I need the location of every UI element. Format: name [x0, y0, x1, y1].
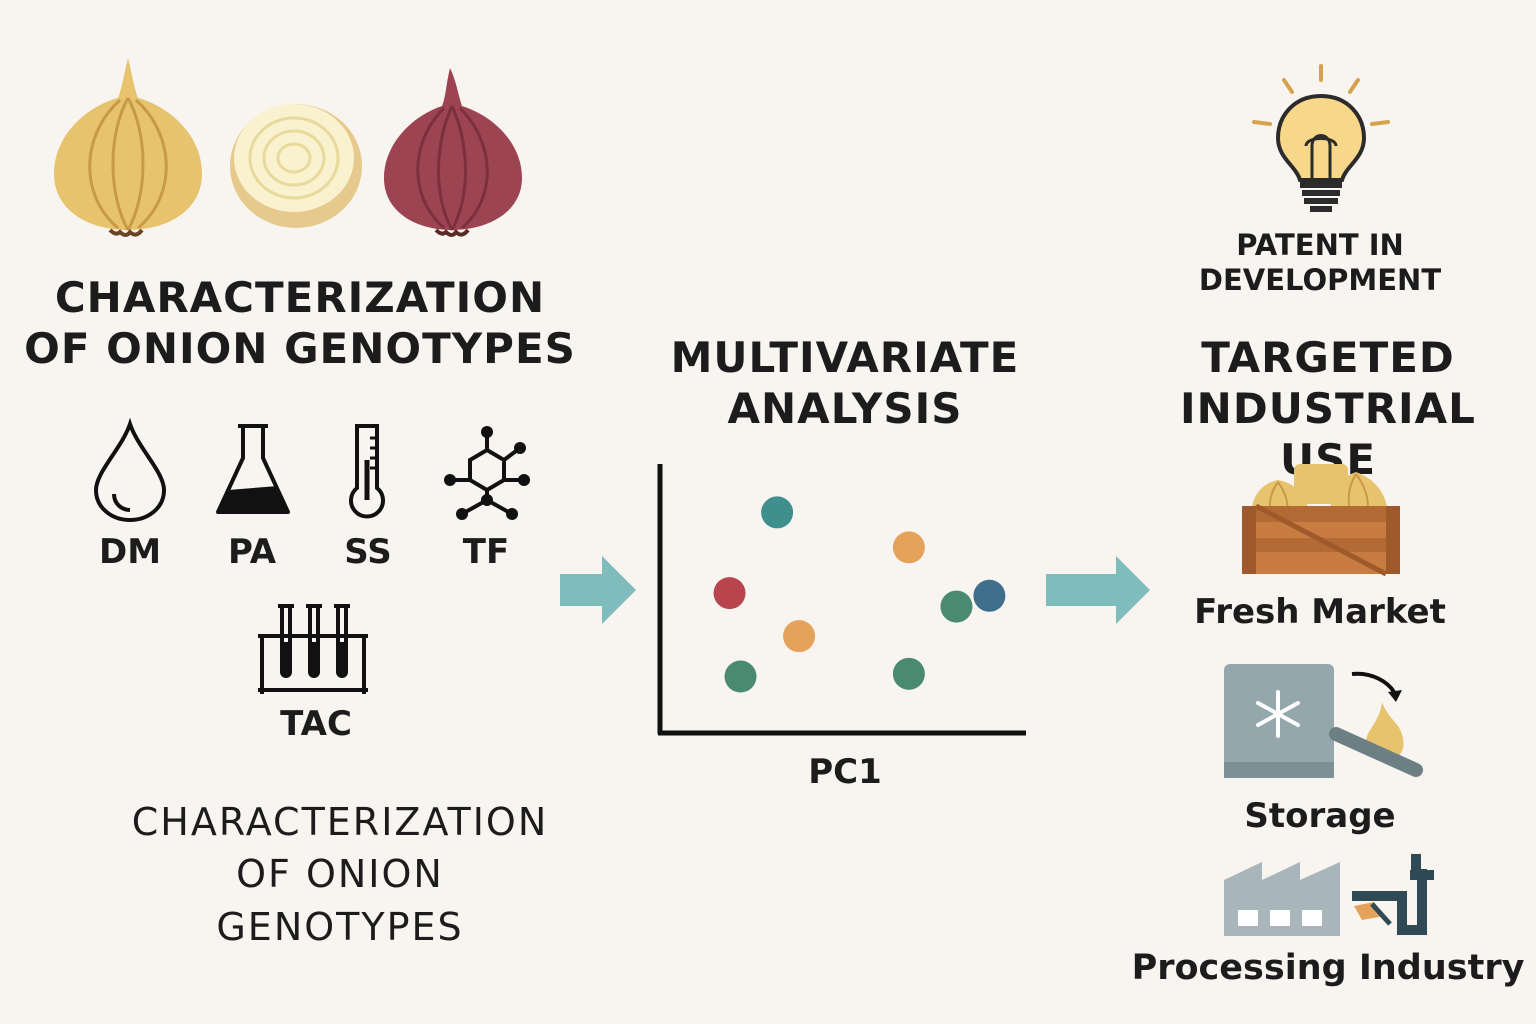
duplicate-title-line: OF ONION: [236, 852, 444, 897]
param-label-dm: DM: [98, 532, 162, 572]
thermometer-icon: [349, 424, 385, 519]
yellow-onion-icon: [54, 58, 202, 237]
duplicate-title-line: GENOTYPES: [216, 904, 464, 949]
flask-icon: [216, 424, 290, 514]
scatter-point-4: [940, 590, 973, 623]
title-line: ANALYSIS: [727, 384, 963, 434]
patent-line: DEVELOPMENT: [1198, 262, 1442, 297]
test-tubes-icon: [258, 604, 368, 694]
lightbulb-icon: [1252, 64, 1390, 212]
title-line: TARGETED: [1201, 333, 1455, 382]
pca-scatter-plot: [657, 464, 1026, 736]
param-label-tac: TAC: [280, 704, 352, 744]
onion-crate-icon: [1242, 464, 1400, 577]
water-drop-icon: [93, 417, 167, 523]
param-label-ss: SS: [344, 532, 392, 572]
scatter-point-2: [892, 531, 925, 564]
multivariate-title: MULTIVARIATE ANALYSIS: [640, 332, 1050, 434]
sliced-onion-icon: [230, 104, 362, 228]
scatter-point-6: [783, 620, 816, 653]
use-label-fresh-market: Fresh Market: [1194, 592, 1446, 632]
factory-icon: [1224, 854, 1434, 936]
scatter-point-7: [724, 660, 757, 693]
use-label-storage: Storage: [1244, 796, 1396, 836]
param-label-pa: PA: [227, 532, 277, 572]
x-axis-label: PC1: [808, 752, 882, 792]
use-label-processing-industry: Processing Industry: [1131, 948, 1525, 988]
patent-note: PATENT IN DEVELOPMENT: [1180, 228, 1460, 298]
param-label-tf: TF: [462, 532, 510, 572]
duplicate-title-line: CHARACTERIZATION: [131, 800, 549, 844]
scatter-point-3: [713, 577, 746, 610]
scatter-point-5: [973, 579, 1006, 612]
patent-line: PATENT IN: [1236, 228, 1404, 262]
scatter-point-8: [892, 657, 925, 690]
flow-arrow-right: [1046, 556, 1150, 624]
characterization-title: CHARACTERIZATION OF ONION GENOTYPES: [20, 272, 580, 374]
red-onion-icon: [384, 68, 522, 237]
title-line: CHARACTERIZATION: [54, 273, 546, 322]
title-line: MULTIVARIATE: [670, 333, 1020, 382]
flow-arrow-left: [560, 556, 636, 624]
duplicate-characterization-text: CHARACTERIZATION OF ONION GENOTYPES: [120, 796, 560, 953]
scatter-point-1: [761, 496, 794, 529]
freezer-icon: [1224, 664, 1423, 778]
title-line: OF ONION GENOTYPES: [24, 324, 576, 374]
molecule-icon: [444, 426, 530, 520]
